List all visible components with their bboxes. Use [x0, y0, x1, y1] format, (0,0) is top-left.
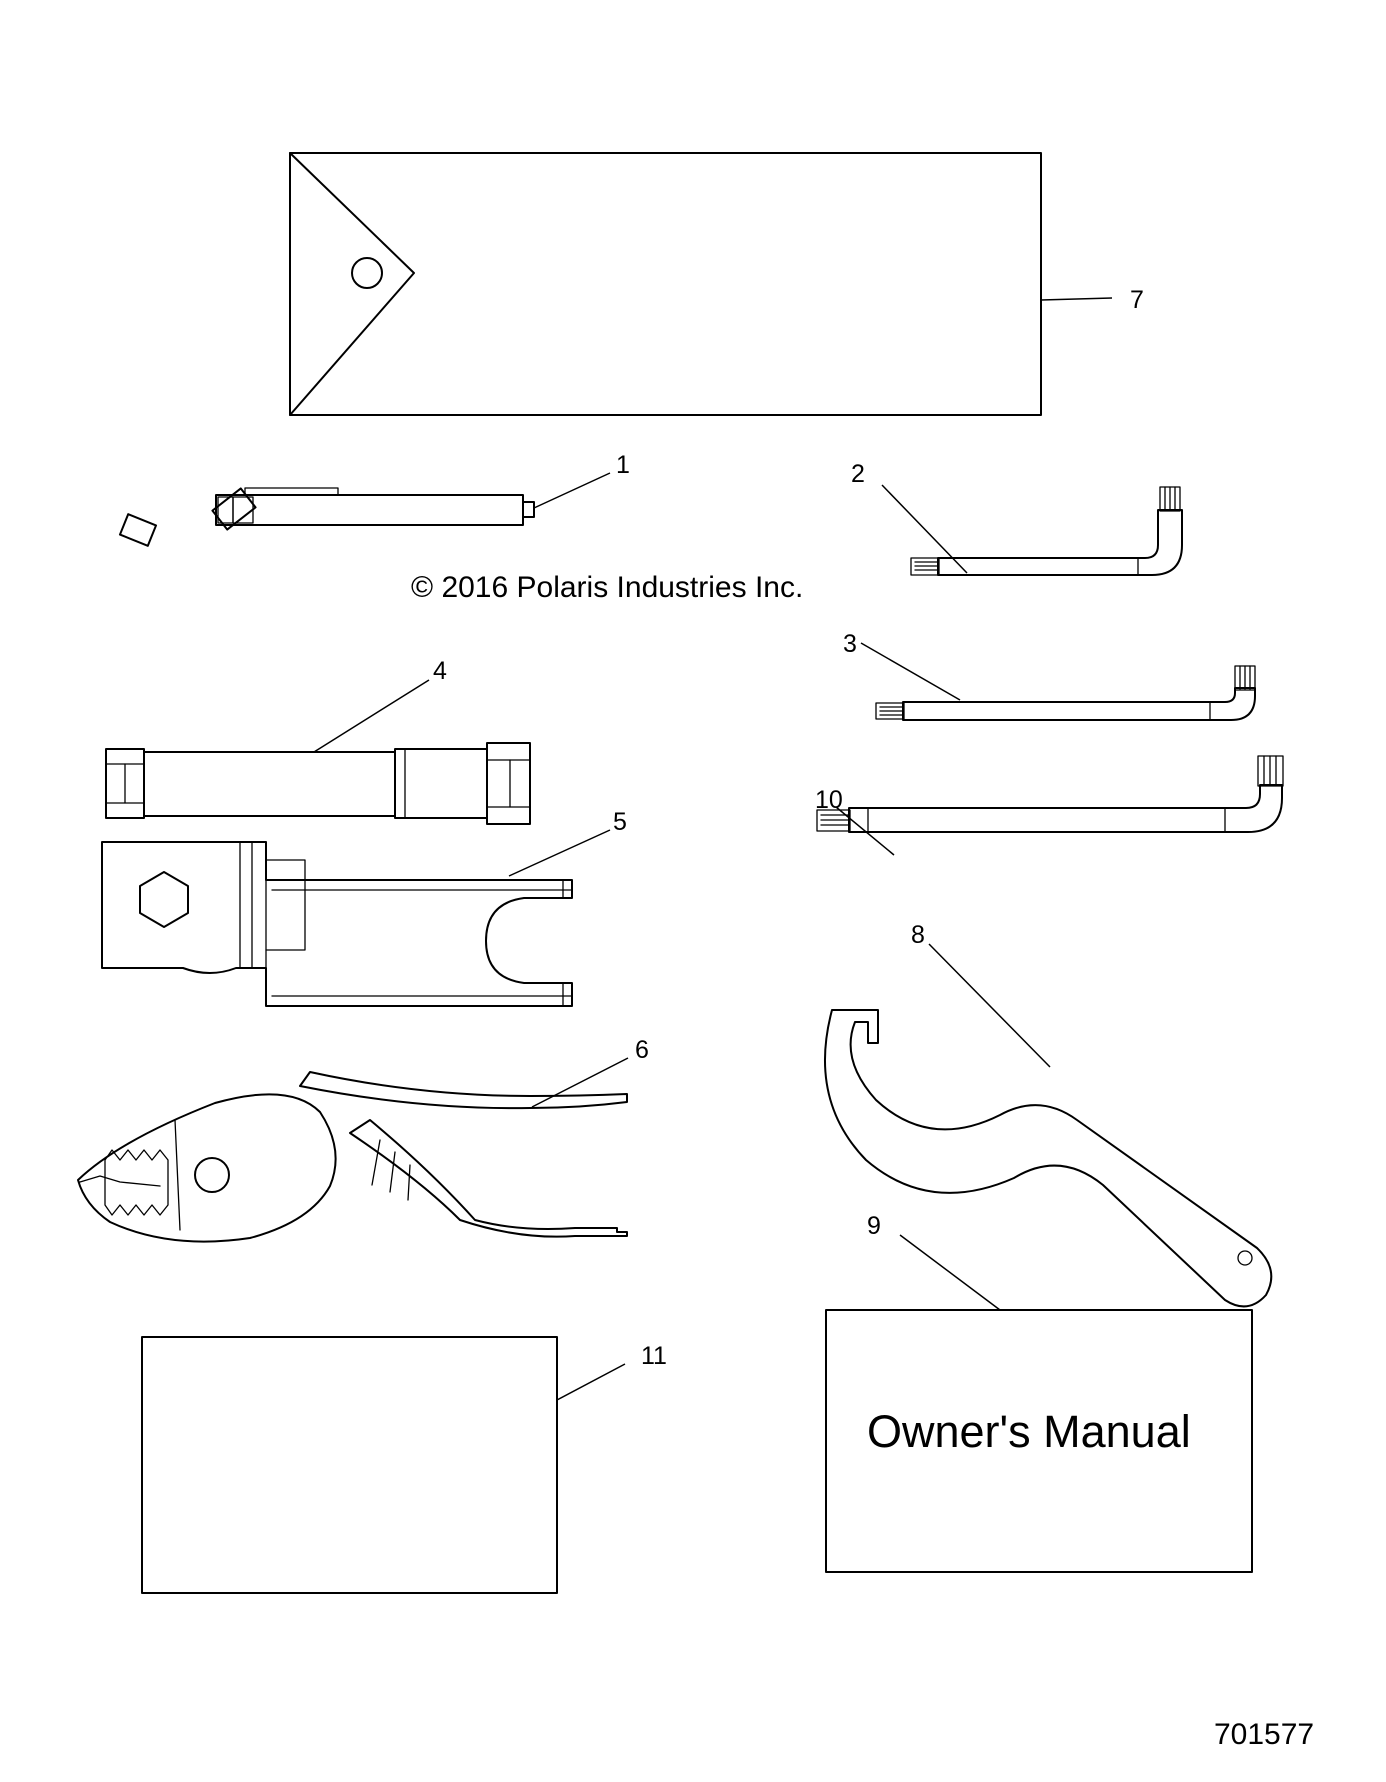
torx-l-key-medium-icon: [875, 665, 1256, 721]
torx-l-key-small-icon: [910, 486, 1183, 576]
leader-line-6: [531, 1057, 629, 1108]
callout-5: 5: [613, 808, 627, 836]
leader-line-3: [860, 642, 961, 701]
leader-line-11: [556, 1363, 626, 1401]
owners-manual-title: Owner's Manual: [867, 1406, 1191, 1457]
leader-line-5: [508, 829, 611, 877]
leader-line-10: [835, 806, 895, 856]
callout-11: 11: [641, 1342, 667, 1370]
leader-line-4: [313, 679, 430, 753]
pliers-icon: [77, 1071, 628, 1243]
socket-wrench-icon: [105, 742, 531, 825]
leader-line-7: [1040, 297, 1113, 301]
tool-pouch-icon: [289, 152, 1042, 416]
callout-6: 6: [635, 1036, 649, 1064]
callout-7: 7: [1130, 286, 1144, 314]
callout-8: 8: [911, 921, 925, 949]
callout-1: 1: [616, 451, 630, 479]
callout-9: 9: [867, 1212, 881, 1240]
spanner-hook-wrench-icon: [823, 1009, 1273, 1308]
callout-2: 2: [851, 460, 865, 488]
callout-3: 3: [843, 630, 857, 658]
leader-line-9: [899, 1234, 1001, 1311]
callout-4: 4: [433, 657, 447, 685]
leader-line-8: [928, 943, 1051, 1068]
callout-10: 10: [815, 786, 843, 814]
fork-wrench-icon: [101, 841, 573, 1007]
leader-line-2: [881, 484, 968, 574]
leader-line-1: [533, 472, 611, 509]
copyright-notice: © 2016 Polaris Industries Inc.: [411, 571, 803, 604]
spark-plug-wrench-handle-icon: [118, 487, 535, 547]
torx-l-key-large-icon: [816, 755, 1284, 833]
owners-manual-icon: Owner's Manual: [825, 1309, 1253, 1573]
figure-number: 701577: [1214, 1718, 1314, 1751]
card-sheet-icon: [141, 1336, 558, 1594]
